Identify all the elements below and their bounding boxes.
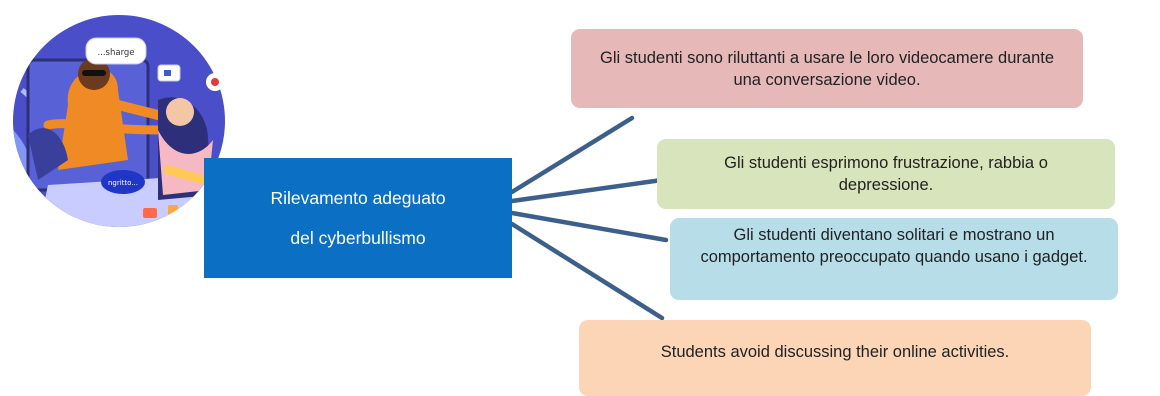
speech-bubble-text: ...sharge — [97, 48, 134, 58]
branch-text-frustration: Gli studenti esprimono frustrazione, rab… — [724, 154, 1048, 194]
central-topic-line-2: del cyberbullismo — [290, 228, 426, 248]
connector-1 — [509, 115, 635, 195]
branch-box-solitary: Gli studenti diventano solitari e mostra… — [670, 218, 1118, 300]
branch-box-frustration: Gli studenti esprimono frustrazione, rab… — [657, 139, 1115, 209]
bully-figure — [58, 68, 128, 170]
branch-text-camera: Gli studenti sono riluttanti a usare le … — [600, 48, 1054, 89]
connector-3 — [509, 210, 669, 243]
connector-4 — [509, 221, 665, 321]
branch-box-camera: Gli studenti sono riluttanti a usare le … — [571, 29, 1083, 108]
central-topic: Rilevamento adeguato del cyberbullismo — [204, 158, 512, 278]
screen-bubble-text: ngritto... — [108, 179, 138, 187]
speech-bubble — [85, 37, 147, 65]
branch-text-solitary: Gli studenti diventano solitari e mostra… — [700, 226, 1088, 266]
screen-bubble — [101, 170, 145, 194]
branch-text-online-activities: Students avoid discussing their online a… — [660, 343, 1010, 361]
branch-box-online-activities: Students avoid discussing their online a… — [579, 320, 1091, 396]
cyberbullying-illustration: ngritto... ...sharge — [13, 15, 225, 227]
central-topic-line-1: Rilevamento adeguato — [270, 188, 446, 208]
connector-2 — [509, 177, 665, 204]
